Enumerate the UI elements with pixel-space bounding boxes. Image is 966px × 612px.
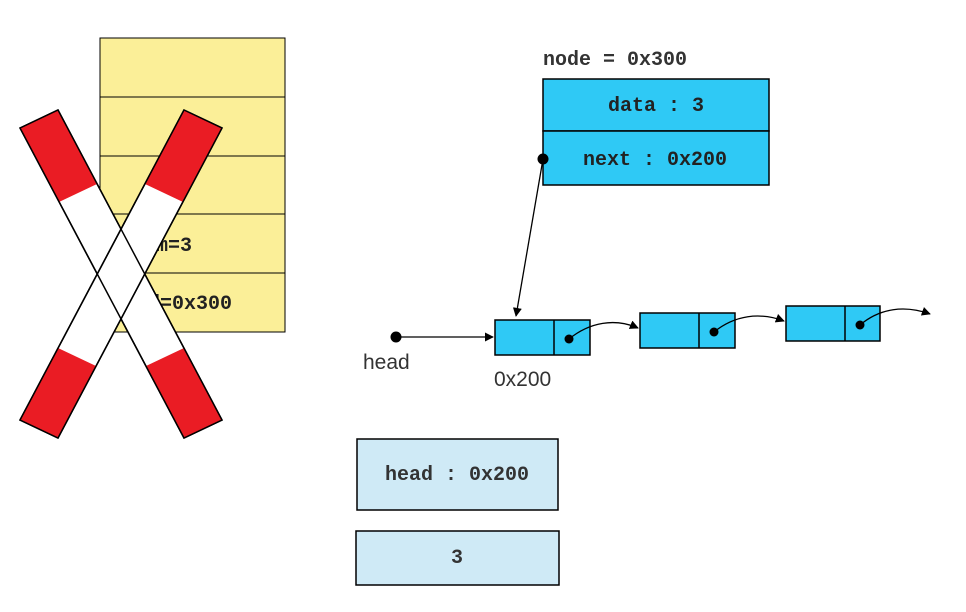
new-node: node = 0x300 data : 3 next : 0x200 <box>512 49 770 317</box>
list-node <box>494 319 639 356</box>
head-variable-label: head : 0x200 <box>385 464 529 487</box>
value-box-label: 3 <box>451 547 463 570</box>
variables: head : 0x200 3 <box>355 438 560 586</box>
head-variable-box <box>356 438 559 511</box>
list-node <box>785 305 931 342</box>
head-label: head <box>363 351 410 374</box>
new-node-next-label: next : 0x200 <box>583 149 727 172</box>
new-node-next-cell <box>542 130 770 186</box>
list-node <box>639 312 785 349</box>
new-node-next-arrow <box>512 158 544 317</box>
new-node-title: node = 0x300 <box>543 49 687 72</box>
cross-mark-icon <box>18 109 224 439</box>
stack-cell <box>99 37 286 98</box>
stack-cell-pointer: d=0x300 <box>148 293 232 316</box>
new-node-data-label: data : 3 <box>608 95 704 118</box>
value-box <box>355 530 560 586</box>
linked-list: head 0x200 <box>363 305 931 391</box>
new-node-data-cell <box>542 78 770 132</box>
first-node-address: 0x200 <box>494 368 551 391</box>
